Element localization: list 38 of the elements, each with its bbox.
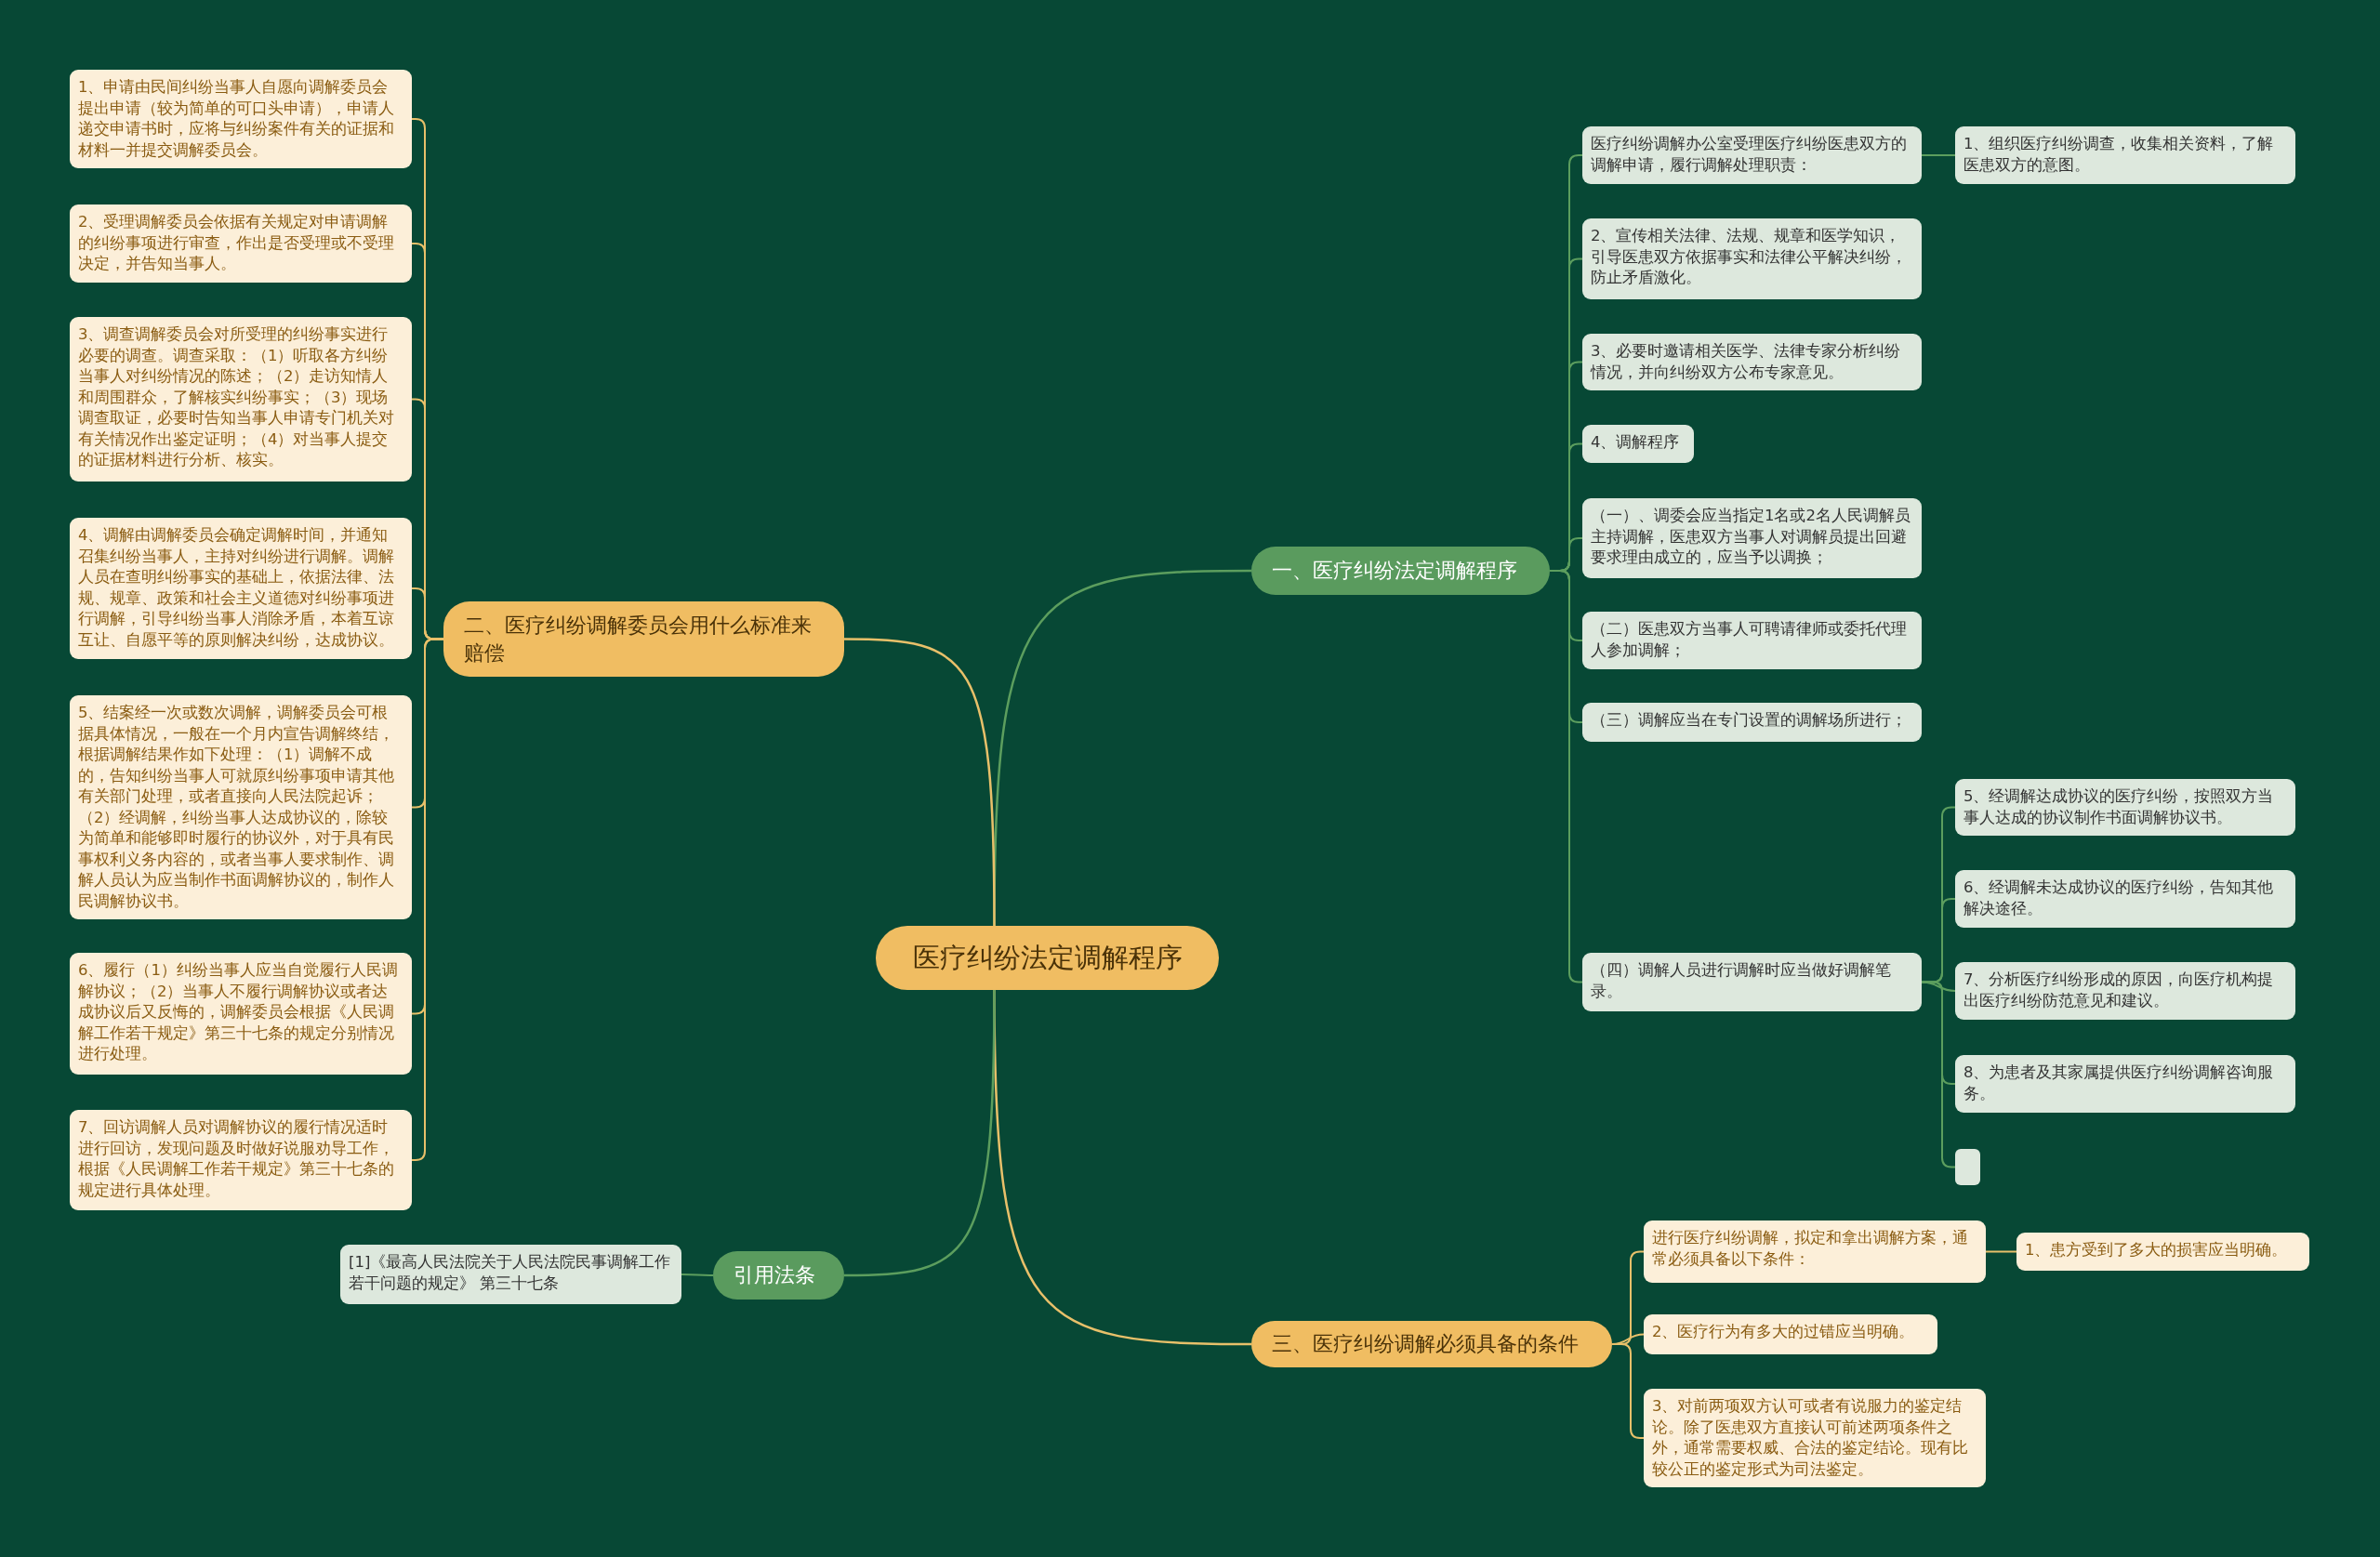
connector xyxy=(1611,1343,1645,1439)
connector xyxy=(844,990,996,1277)
branch-topic: 一、医疗纠纷法定调解程序 xyxy=(1251,547,1550,595)
branch-topic: 三、医疗纠纷调解必须具备的条件 xyxy=(1251,1321,1612,1367)
connector xyxy=(1921,154,1956,156)
topic-box: 5、结案经一次或数次调解，调解委员会可根据具体情况，一般在一个月内宣告调解终结，根据调解结果作如下处理：（1）调解不成的，告知纠纷当事人可就原纠纷事项申请其他有关部门处理，或者直接向人民法院起诉；（2）经调解，纠纷当事人达成协议的，除较为简单和能够即时履行的协议外，对于具有民事权利义务内容的，或者当事人要求制作、调解人员认为应当制作书面调解协议的，制作人民调解协议书。 xyxy=(70,695,412,919)
topic-box: 2、受理调解委员会依据有关规定对申请调解的纠纷事项进行审查，作出是否受理或不受理决定，并告知当事人。 xyxy=(70,205,412,283)
topic-box: 3、对前两项双方认可或者有说服力的鉴定结论。除了医患双方直接认可前述两项条件之外，通常需要权威、合法的鉴定结论。现有比较公正的鉴定形式为司法鉴定。 xyxy=(1644,1389,1986,1487)
topic-box: 医疗纠纷调解办公室受理医疗纠纷医患双方的调解申请，履行调解处理职责： xyxy=(1582,126,1922,184)
topic-box: （二）医患双方当事人可聘请律师或委托代理人参加调解； xyxy=(1582,612,1922,669)
topic-box: 4、调解由调解委员会确定调解时间，并通知召集纠纷当事人，主持对纠纷进行调解。调解人员在查明纠纷事实的基础上，依据法律、法规、规章、政策和社会主义道德对纠纷事项进行调解，引导纠纷当事人消除矛盾，本着互谅互让、自愿平等的原则解决纠纷，达成协议。 xyxy=(70,518,412,659)
topic-box: 3、调查调解委员会对所受理的纠纷事实进行必要的调查。调查采取：（1）听取各方纠纷当事人对纠纷情况的陈述；（2）走访知情人和周围群众，了解核实纠纷事实；（3）现场调查取证，必要时告知当事人申请专门机关对有关情况作出鉴定证明；（4）对当事人提交的证据材料进行分析、核实。 xyxy=(70,317,412,482)
topic-box: 7、分析医疗纠纷形成的原因，向医疗机构提出医疗纠纷防范意见和建议。 xyxy=(1955,962,2295,1020)
topic-box: 2、医疗行为有多大的过错应当明确。 xyxy=(1644,1314,1937,1354)
topic-box: 1、申请由民间纠纷当事人自愿向调解委员会提出申请（较为简单的可口头申请），申请人递交申请书时，应将与纠纷案件有关的证据和材料一并提交调解委员会。 xyxy=(70,70,412,168)
connector xyxy=(681,1273,714,1276)
topic-box: 2、宣传相关法律、法规、规章和医学知识，引导医患双方依据事实和法律公平解决纠纷，防止矛盾激化。 xyxy=(1582,218,1922,299)
topic-box: 8、为患者及其家属提供医疗纠纷调解咨询服务。 xyxy=(1955,1055,2295,1113)
topic-box: 5、经调解达成协议的医疗纠纷，按照双方当事人达成的协议制作书面调解协议书。 xyxy=(1955,779,2295,836)
topic-box: 6、履行（1）纠纷当事人应当自觉履行人民调解协议；（2）当事人不履行调解协议或者达成协议后又反悔的，调解委员会根据《人民调解工作若干规定》第三十七条的规定分别情况进行处理。 xyxy=(70,953,412,1075)
topic-box: [1]《最高人民法院关于人民法院民事调解工作若干问题的规定》 第三十七条 xyxy=(340,1245,681,1304)
topic-box: 4、调解程序 xyxy=(1582,425,1694,463)
topic-box xyxy=(1955,1149,1980,1185)
connector xyxy=(844,638,996,926)
branch-topic: 二、医疗纠纷调解委员会用什么标准来赔偿 xyxy=(443,601,844,677)
central-topic: 医疗纠纷法定调解程序 xyxy=(876,926,1219,990)
topic-box: 7、回访调解人员对调解协议的履行情况适时进行回访，发现问题及时做好说服劝导工作，根据《人民调解工作若干规定》第三十七条的规定进行具体处理。 xyxy=(70,1110,412,1210)
topic-box: （一）、调委会应当指定1名或2名人民调解员主持调解，医患双方当事人对调解员提出回避要求理由成立的，应当予以调换； xyxy=(1582,498,1922,578)
topic-box: 1、组织医疗纠纷调查，收集相关资料，了解医患双方的意图。 xyxy=(1955,126,2295,184)
connector xyxy=(1985,1250,2017,1253)
topic-box: 6、经调解未达成协议的医疗纠纷，告知其他解决途径。 xyxy=(1955,870,2295,928)
topic-box: 1、患方受到了多大的损害应当明确。 xyxy=(2016,1233,2309,1271)
topic-box: 进行医疗纠纷调解，拟定和拿出调解方案，通常必须具备以下条件： xyxy=(1644,1221,1986,1283)
branch-topic: 引用法条 xyxy=(713,1251,844,1300)
topic-box: （四）调解人员进行调解时应当做好调解笔录。 xyxy=(1582,953,1922,1011)
connector xyxy=(1921,981,1956,1168)
topic-box: （三）调解应当在专门设置的调解场所进行； xyxy=(1582,703,1922,742)
topic-box: 3、必要时邀请相关医学、法律专家分析纠纷情况，并向纠纷双方公布专家意见。 xyxy=(1582,334,1922,390)
